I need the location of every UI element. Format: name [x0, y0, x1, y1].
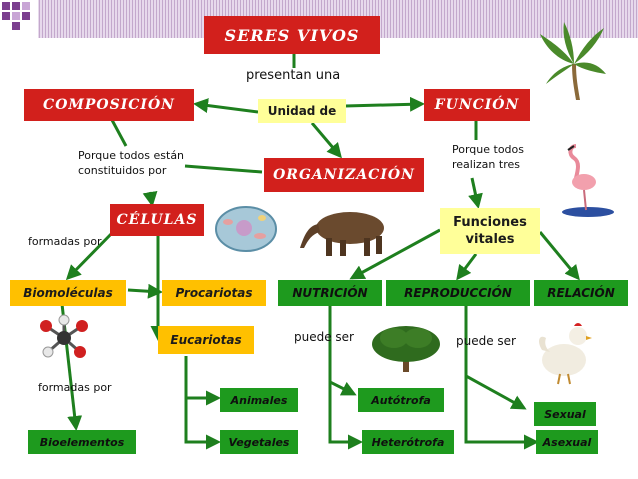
relacion-text: RELACIÓN	[547, 286, 615, 300]
flamingo-illustration	[562, 144, 614, 217]
heterotrofa-text: Heterótrofa	[371, 435, 445, 449]
funciones-vitales-node: Funciones vitales	[440, 208, 540, 254]
tapir-illustration	[300, 212, 384, 256]
formadas-por-label-2: formadas por	[38, 381, 112, 394]
procariotas-node: Procariotas	[162, 280, 266, 306]
asexual-node: Asexual	[536, 430, 598, 454]
hen-illustration	[539, 323, 592, 385]
vegetales-text: Vegetales	[228, 435, 290, 449]
funciones-vitales-text: Funciones vitales	[453, 215, 527, 247]
biomoleculas-node: Biomoléculas	[10, 280, 126, 306]
nutricion-node: NUTRICIÓN	[278, 280, 382, 306]
organizacion-text: ORGANIZACIÓN	[273, 167, 415, 183]
organizacion-node: ORGANIZACIÓN	[264, 158, 424, 192]
celulas-text: CÉLULAS	[116, 212, 198, 228]
cell-illustration	[215, 206, 277, 252]
corner-decoration	[0, 0, 38, 38]
unidad-node: Unidad de	[258, 99, 346, 123]
reproduccion-node: REPRODUCCIÓN	[386, 280, 530, 306]
porque-todos-label-2: Porque todos realizan tres	[452, 143, 525, 171]
sexual-text: Sexual	[544, 407, 586, 421]
bioelementos-text: Bioelementos	[39, 435, 125, 449]
puede-ser-label-2: puede ser	[456, 334, 516, 348]
animales-text: Animales	[230, 393, 288, 407]
heterotrofa-node: Heterótrofa	[362, 430, 454, 454]
title-text: SERES VIVOS	[224, 25, 360, 45]
porque-todos-label-1: Porque todos están constituidos por	[78, 149, 185, 177]
sexual-node: Sexual	[534, 402, 596, 426]
reproduccion-text: REPRODUCCIÓN	[404, 286, 512, 300]
vegetales-node: Vegetales	[220, 430, 298, 454]
procariotas-text: Procariotas	[175, 286, 253, 300]
tree-illustration	[372, 326, 440, 372]
asexual-text: Asexual	[542, 435, 592, 449]
palm-tree-illustration	[540, 22, 606, 100]
composicion-text: COMPOSICIÓN	[43, 97, 175, 113]
nutricion-text: NUTRICIÓN	[292, 286, 368, 300]
eucariotas-node: Eucariotas	[158, 326, 254, 354]
puede-ser-label-1: puede ser	[294, 330, 354, 344]
molecule-illustration	[40, 314, 88, 358]
relacion-node: RELACIÓN	[534, 280, 628, 306]
formadas-por-label-1: formadas por	[28, 235, 102, 248]
unidad-text: Unidad de	[267, 104, 337, 118]
eucariotas-text: Eucariotas	[170, 333, 242, 347]
funcion-text: FUNCIÓN	[434, 97, 520, 113]
biomoleculas-text: Biomoléculas	[23, 286, 113, 300]
animales-node: Animales	[220, 388, 298, 412]
celulas-node: CÉLULAS	[110, 204, 204, 236]
presentan-label: presentan una	[246, 68, 341, 83]
autotrofa-text: Autótrofa	[371, 393, 431, 407]
funcion-node: FUNCIÓN	[424, 89, 530, 121]
title-node: SERES VIVOS	[204, 16, 380, 54]
autotrofa-node: Autótrofa	[358, 388, 444, 412]
composicion-node: COMPOSICIÓN	[24, 89, 194, 121]
bioelementos-node: Bioelementos	[28, 430, 136, 454]
